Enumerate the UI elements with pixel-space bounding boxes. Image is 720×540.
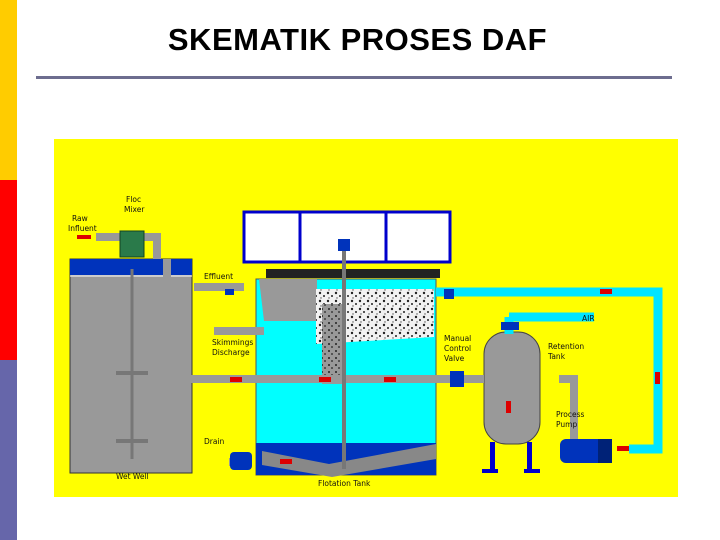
label-raw-influent-2: Influent [68, 224, 97, 233]
label-floc-mixer-2: Mixer [124, 205, 145, 214]
daf-schematic-svg: Raw Influent Floc Mixer Effluent AIR Ski… [54, 139, 678, 497]
process-piping [96, 233, 663, 469]
slide-title-text: SKEMATIK PROSES DAF [167, 22, 548, 57]
label-skimmings-2: Discharge [212, 348, 250, 357]
label-skimmings-1: Skimmings [212, 338, 253, 347]
floc-mixer [116, 230, 148, 443]
slide-title: SKEMATIK PROSES DAF [0, 22, 720, 58]
accent-bar-red [0, 180, 17, 360]
label-air: AIR [582, 314, 595, 323]
accent-bar-blue [0, 360, 17, 540]
label-floc-mixer-1: Floc [126, 195, 141, 204]
retention-tank [482, 331, 541, 473]
label-process-pump-1: Process [556, 410, 585, 419]
label-retention-tank-2: Tank [547, 352, 566, 361]
title-divider [36, 76, 672, 79]
flow-arrows [77, 235, 660, 464]
label-effluent: Effluent [204, 272, 233, 281]
label-process-pump-2: Pump [556, 420, 577, 429]
label-flotation-tank: Flotation Tank [318, 479, 371, 488]
label-retention-tank-1: Retention [548, 342, 584, 351]
equipment [225, 239, 612, 470]
label-manual-control-1: Manual [444, 334, 471, 343]
label-raw-influent-1: Raw [72, 214, 88, 223]
label-wet-well: Wet Well [116, 472, 149, 481]
daf-process-diagram: Raw Influent Floc Mixer Effluent AIR Ski… [54, 139, 678, 497]
label-manual-control-3: Valve [444, 354, 465, 363]
label-manual-control-2: Control [444, 344, 471, 353]
diagram-labels: Raw Influent Floc Mixer Effluent AIR Ski… [68, 195, 595, 488]
accent-bar-yellow [0, 0, 17, 180]
label-drain: Drain [204, 437, 225, 446]
skimmer-frame [242, 210, 452, 278]
